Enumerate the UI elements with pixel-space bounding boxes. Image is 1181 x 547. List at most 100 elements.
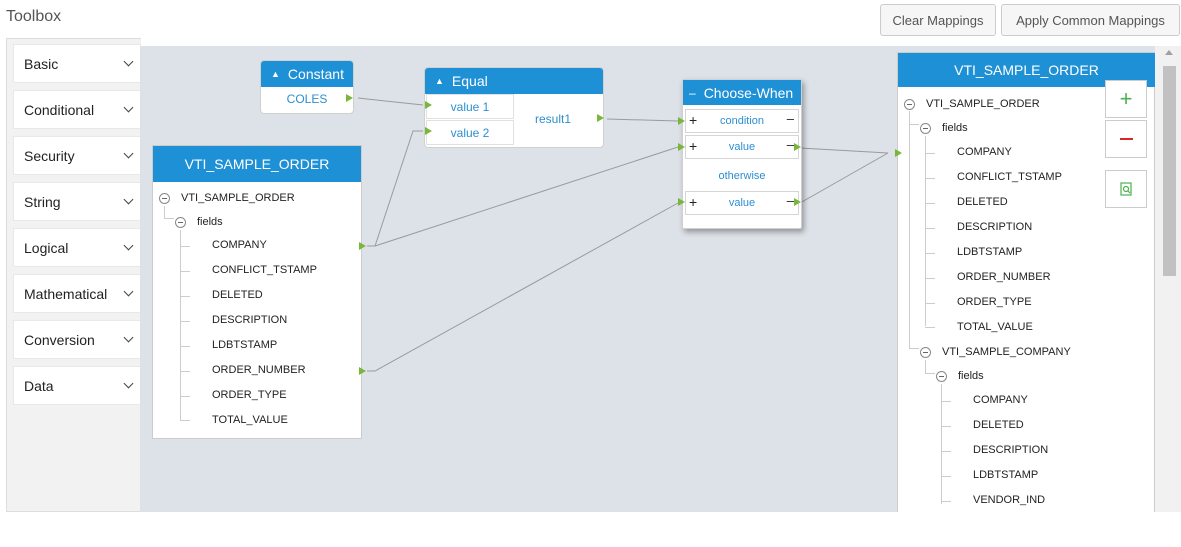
plus-icon[interactable]: + — [689, 112, 698, 128]
toolbox-category-conditional[interactable]: Conditional — [13, 90, 141, 129]
target-field[interactable]: DELETED — [957, 196, 1008, 208]
target-field[interactable]: ORDER_TYPE — [957, 296, 1032, 308]
tree-group-label[interactable]: fields — [942, 122, 968, 134]
minus-icon[interactable]: – — [786, 193, 794, 208]
mapping-canvas[interactable]: ▲ Constant COLES ▲Equal value 1 value 2 r… — [140, 46, 1155, 512]
input-port[interactable] — [678, 143, 685, 151]
output-port[interactable] — [597, 114, 604, 122]
tree-root-label[interactable]: VTI_SAMPLE_ORDER — [926, 98, 1040, 110]
target-field[interactable]: CONFLICT_TSTAMP — [957, 171, 1062, 183]
collapse-circle-icon[interactable] — [936, 371, 947, 382]
toolbox-category-string[interactable]: String — [13, 182, 141, 221]
constant-node[interactable]: ▲ Constant COLES — [260, 60, 354, 114]
otherwise-value-slot[interactable]: +value– — [685, 191, 799, 215]
add-button[interactable]: + — [1105, 80, 1147, 118]
collapse-circle-icon[interactable] — [159, 193, 170, 204]
source-field[interactable]: CONFLICT_TSTAMP — [212, 264, 317, 276]
target-field[interactable]: LDBTSTAMP — [973, 469, 1039, 481]
output-port[interactable] — [794, 198, 801, 206]
chevron-down-icon — [123, 194, 134, 205]
target-field[interactable]: COMPANY — [957, 146, 1012, 158]
condition-slot[interactable]: + condition – — [685, 109, 799, 133]
collapse-circle-icon[interactable] — [175, 217, 186, 228]
value-slot[interactable]: +value– — [685, 135, 799, 159]
choose-when-header[interactable]: –Choose-When — [683, 80, 801, 105]
toolbox-category-conversion[interactable]: Conversion — [13, 320, 141, 359]
category-label: Security — [24, 147, 75, 164]
plus-icon[interactable]: + — [689, 138, 698, 154]
collapse-circle-icon[interactable] — [904, 99, 915, 110]
constant-value[interactable]: COLES — [286, 92, 328, 106]
remove-button[interactable] — [1105, 120, 1147, 158]
slot-label: condition — [719, 115, 765, 127]
category-label: String — [24, 193, 61, 210]
wire-ordernumber-to-value — [367, 202, 679, 372]
chevron-down-icon — [123, 102, 134, 113]
output-port[interactable] — [359, 367, 366, 375]
target-field[interactable]: LDBTSTAMP — [957, 246, 1023, 258]
source-schema-panel: VTI_SAMPLE_ORDER VTI_SAMPLE_ORDER fields… — [152, 145, 362, 439]
minus-icon[interactable]: – — [786, 137, 794, 152]
target-field[interactable]: TOTAL_VALUE — [957, 321, 1033, 333]
input-port[interactable] — [678, 198, 685, 206]
constant-node-header[interactable]: ▲ Constant — [261, 61, 353, 87]
input-port[interactable] — [678, 117, 685, 125]
source-field[interactable]: ORDER_TYPE — [212, 389, 287, 401]
plus-icon[interactable]: + — [689, 194, 698, 210]
toolbox-category-data[interactable]: Data — [13, 366, 141, 405]
minus-icon[interactable]: – — [786, 111, 794, 126]
minus-icon — [1119, 138, 1133, 140]
input-port[interactable] — [425, 101, 432, 109]
source-field[interactable]: DESCRIPTION — [212, 314, 288, 326]
source-field[interactable]: TOTAL_VALUE — [212, 414, 288, 426]
output-port[interactable] — [794, 143, 801, 151]
output-port[interactable] — [346, 94, 353, 102]
tree-root-label[interactable]: VTI_SAMPLE_ORDER — [181, 192, 295, 204]
target-field[interactable]: DESCRIPTION — [973, 444, 1049, 456]
equal-node-header[interactable]: ▲Equal — [425, 68, 603, 94]
source-field[interactable]: LDBTSTAMP — [212, 339, 278, 351]
chevron-down-icon — [123, 148, 134, 159]
equal-input-2[interactable]: value 2 — [426, 120, 514, 145]
source-schema-header: VTI_SAMPLE_ORDER — [153, 146, 361, 182]
chevron-down-icon — [123, 240, 134, 251]
target-field[interactable]: DELETED — [973, 419, 1024, 431]
toolbox-category-basic[interactable]: Basic — [13, 44, 141, 83]
toolbox-category-security[interactable]: Security — [13, 136, 141, 175]
source-field[interactable]: DELETED — [212, 289, 263, 301]
source-field[interactable]: ORDER_NUMBER — [212, 364, 306, 376]
chevron-down-icon — [123, 56, 134, 67]
collapse-circle-icon[interactable] — [920, 347, 931, 358]
equal-output[interactable]: result1 — [535, 112, 572, 126]
collapse-icon[interactable]: ▲ — [271, 69, 280, 79]
source-field[interactable]: COMPANY — [212, 239, 267, 251]
equal-node[interactable]: ▲Equal value 1 value 2 result1 — [424, 67, 604, 148]
scrollbar-thumb[interactable] — [1163, 66, 1176, 276]
plus-icon: + — [1119, 86, 1133, 111]
apply-common-mappings-button[interactable]: Apply Common Mappings — [1001, 4, 1180, 36]
tree-group-label[interactable]: fields — [958, 370, 984, 382]
target-field[interactable]: COMPANY — [973, 394, 1028, 406]
otherwise-label: otherwise — [685, 164, 799, 188]
collapse-circle-icon[interactable] — [920, 123, 931, 134]
target-field[interactable]: DESCRIPTION — [957, 221, 1033, 233]
output-port[interactable] — [359, 242, 366, 250]
choose-when-node[interactable]: –Choose-When + condition – +value– otherwi… — [682, 79, 802, 229]
target-field[interactable]: ORDER_NUMBER — [957, 271, 1051, 283]
tree-group-label[interactable]: fields — [197, 216, 223, 228]
equal-input-1[interactable]: value 1 — [426, 94, 514, 119]
scroll-up-arrow-icon[interactable] — [1165, 50, 1173, 55]
tree-root-label[interactable]: VTI_SAMPLE_COMPANY — [942, 346, 1071, 358]
chevron-down-icon — [123, 332, 134, 343]
target-field[interactable]: VENDOR_IND — [973, 494, 1046, 506]
preview-button[interactable] — [1105, 170, 1147, 208]
input-port[interactable] — [895, 149, 902, 157]
input-port[interactable] — [425, 127, 432, 135]
toolbox-category-logical[interactable]: Logical — [13, 228, 141, 267]
collapse-icon[interactable]: ▲ — [435, 76, 444, 86]
clear-mappings-button[interactable]: Clear Mappings — [880, 4, 996, 36]
collapse-icon[interactable]: – — [689, 85, 696, 100]
toolbox-category-mathematical[interactable]: Mathematical — [13, 274, 141, 313]
category-label: Mathematical — [24, 285, 108, 302]
node-title: Constant — [287, 66, 344, 82]
